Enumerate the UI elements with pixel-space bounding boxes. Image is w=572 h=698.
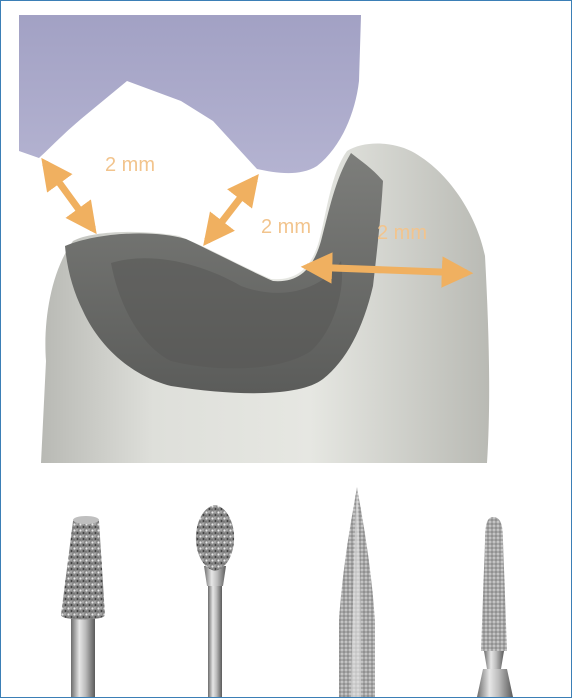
occlusal-reduction-label-left: 2 mm (105, 154, 155, 176)
occlusal-reduction-label-right: 2 mm (261, 216, 311, 238)
occlusal-reduction-arrow-right (207, 179, 255, 241)
antagonist-tooth (19, 15, 361, 173)
axial-reduction-label: 2 mm (377, 222, 427, 244)
occlusal-reduction-arrow-left (45, 163, 93, 229)
